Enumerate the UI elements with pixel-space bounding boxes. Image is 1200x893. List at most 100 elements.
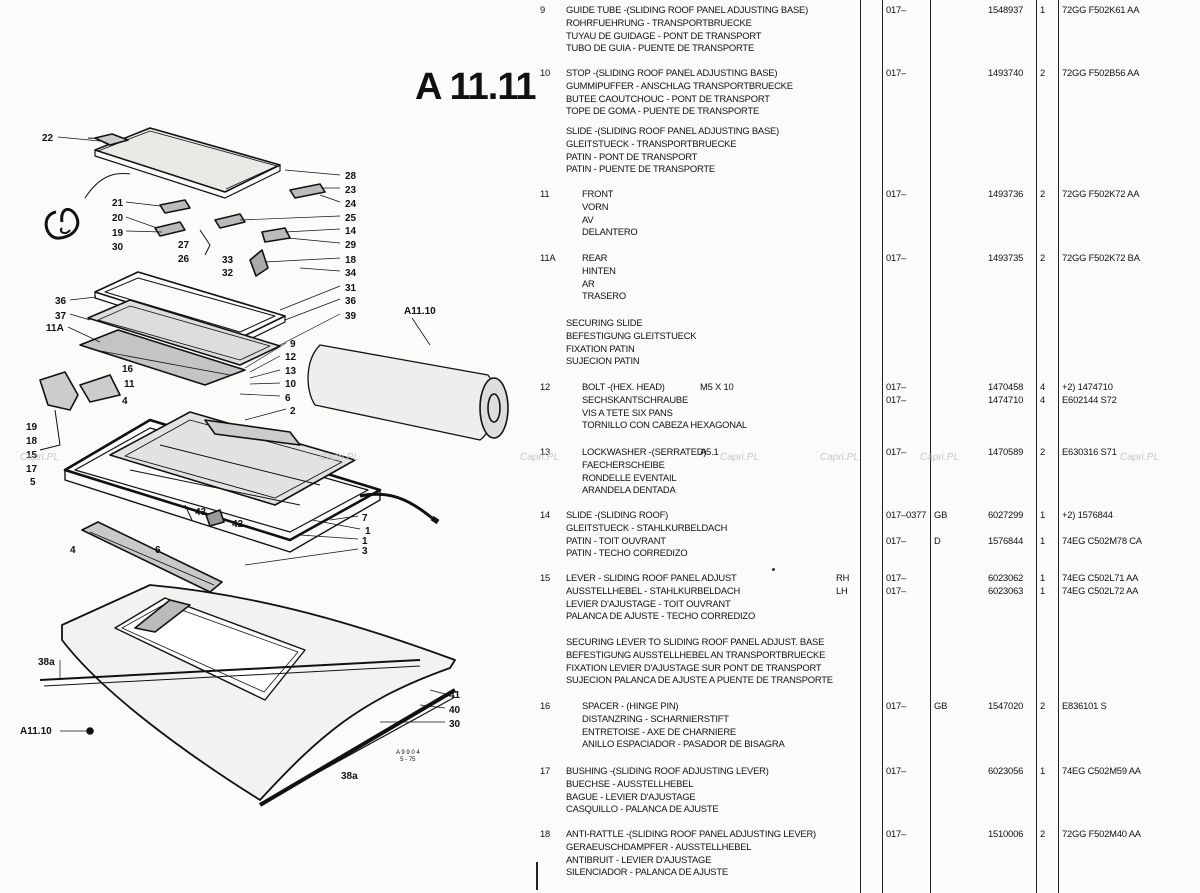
callout-number: 3 — [362, 546, 368, 557]
description-line: SECURING LEVER TO SLIDING ROOF PANEL ADJ… — [566, 636, 825, 647]
part-engineering-code: E630316 S71 — [1062, 446, 1117, 457]
description-line: ARANDELA DENTADA — [582, 484, 676, 496]
description-line: BUSHING -(SLIDING ROOF ADJUSTING LEVER) — [566, 765, 769, 776]
part-quantity: 1 — [1040, 4, 1046, 15]
callout-number: 28 — [345, 171, 357, 182]
part-model-year: 017– — [886, 252, 907, 263]
part-country-code: GB — [934, 700, 948, 711]
description-line: LEVIER D'AJUSTAGE - TOIT OUVRANT — [566, 597, 731, 609]
callout-number: 5 — [30, 477, 36, 488]
watermark-text: Capri.PL — [1120, 452, 1159, 463]
part-number: 1548937 — [988, 4, 1024, 15]
callout-number: 26 — [178, 254, 190, 265]
part-spec: M5 X 10 — [700, 381, 734, 392]
callout-number: 2 — [290, 406, 296, 417]
callout-number: 38a — [341, 771, 358, 782]
part-country-code: D — [934, 535, 941, 546]
description-line: BAGUE - LEVIER D'AJUSTAGE — [566, 790, 696, 802]
description-line: AV — [582, 213, 594, 225]
description-line: AUSSTELLHEBEL - STAHLKURBELDACH — [566, 584, 741, 596]
part-model-year: 017– — [886, 446, 907, 457]
part-model-year: 017– — [886, 572, 907, 583]
ref-label-a11-10-bottom: A11.10 — [20, 726, 52, 737]
description-line: TUYAU DE GUIDAGE - PONT DE TRANSPORT — [566, 29, 762, 41]
description-line: SPACER - (HINGE PIN) — [582, 700, 679, 711]
part-quantity: 2 — [1040, 188, 1046, 199]
callout-number: 32 — [222, 268, 234, 279]
callout-number: 13 — [285, 366, 297, 377]
part-ref-number: 11A — [540, 252, 556, 263]
callout-number: 31 — [345, 283, 357, 294]
column-rule — [882, 0, 883, 893]
part-quantity: 1 — [1040, 572, 1046, 583]
part-number: 1493735 — [988, 252, 1024, 263]
callout-number: 17 — [26, 464, 38, 475]
description-line: LEVER - SLIDING ROOF PANEL ADJUST — [566, 572, 737, 583]
description-line: TRASERO — [582, 290, 626, 302]
callout-number: 40 — [449, 705, 461, 716]
callout-number: 43 — [195, 507, 207, 518]
part-quantity: 2 — [1040, 446, 1046, 457]
part-number: 1510006 — [988, 828, 1024, 839]
callout-number: 18 — [26, 436, 38, 447]
watermark-text: Capri.PL — [20, 452, 59, 463]
part-engineering-code: +2) 1474710 — [1062, 381, 1113, 392]
callout-number: 19 — [26, 422, 38, 433]
watermark-text: Capri.PL — [720, 452, 759, 463]
part-quantity: 4 — [1040, 381, 1046, 392]
part-description: STOP -(SLIDING ROOF PANEL ADJUSTING BASE… — [566, 67, 793, 118]
side-rail — [81, 521, 223, 593]
part-model-year: 017– — [886, 585, 907, 596]
column-rule — [930, 0, 931, 893]
description-line: VORN — [582, 200, 609, 212]
description-line: DELANTERO — [582, 226, 638, 238]
drain-tube — [359, 492, 433, 520]
part-number: 1493736 — [988, 188, 1024, 199]
part-quantity: 1 — [1040, 765, 1046, 776]
part-engineering-code: 74EG C502M78 CA — [1062, 535, 1142, 546]
description-line: GERAEUSCHDAMPFER - AUSSTELLHEBEL — [566, 840, 752, 852]
part-ref-number: 17 — [540, 765, 551, 776]
part-engineering-code: 72GG F502K61 AA — [1062, 4, 1140, 15]
callout-number: 30 — [112, 242, 124, 253]
part-quantity: 2 — [1040, 67, 1046, 78]
part-engineering-code: 74EG C502L72 AA — [1062, 585, 1139, 596]
description-line: CASQUILLO - PALANCA DE AJUSTE — [566, 803, 719, 815]
page-code: A 11.11 — [415, 66, 536, 108]
watermark-text: Capri.PL — [320, 452, 359, 463]
part-ref-number: 16 — [540, 700, 551, 711]
part-quantity: 1 — [1040, 509, 1046, 520]
part-ref-number: 18 — [540, 828, 551, 839]
column-rule — [536, 862, 538, 890]
part-number: 1470458 — [988, 381, 1024, 392]
description-line: GLEITSTUECK - STAHLKURBELDACH — [566, 521, 728, 533]
part-quantity: 1 — [1040, 585, 1046, 596]
part-quantity: 1 — [1040, 535, 1046, 546]
callout-number: 29 — [345, 240, 357, 251]
column-rule — [1058, 0, 1059, 893]
ref-label-a11-10-top: A11.10 — [404, 306, 436, 317]
description-line: FIXATION LEVIER D'AJUSTAGE SUR PONT DE T… — [566, 661, 822, 673]
watermark-text: Capri.PL — [920, 452, 959, 463]
part-number: 1576844 — [988, 535, 1024, 546]
part-quantity: 2 — [1040, 828, 1046, 839]
description-line: HINTEN — [582, 264, 616, 276]
description-line: FAECHERSCHEIBE — [582, 458, 665, 470]
watermark-text: Capri.PL — [820, 452, 859, 463]
part-engineering-code: 74EG C502M59 AA — [1062, 765, 1141, 776]
part-number: 6023063 — [988, 585, 1024, 596]
part-description: SLIDE -(SLIDING ROOF)GLEITSTUECK - STAHL… — [566, 509, 727, 560]
part-ref-number: 10 — [540, 67, 551, 78]
diagram-stamp: A 9 9 0 4 5 - 75 — [396, 750, 420, 763]
callout-number: 36 — [55, 296, 67, 307]
callout-number: 20 — [112, 213, 124, 224]
description-line: SUJECION PATIN — [566, 355, 640, 367]
part-number: 1470589 — [988, 446, 1024, 457]
part-quantity: 4 — [1040, 394, 1046, 405]
description-line: SILENCIADOR - PALANCA DE AJUSTE — [566, 866, 728, 878]
description-line: SECURING SLIDE — [566, 317, 643, 328]
description-line: TOPE DE GOMA - PUENTE DE TRANSPORTE — [566, 105, 760, 117]
